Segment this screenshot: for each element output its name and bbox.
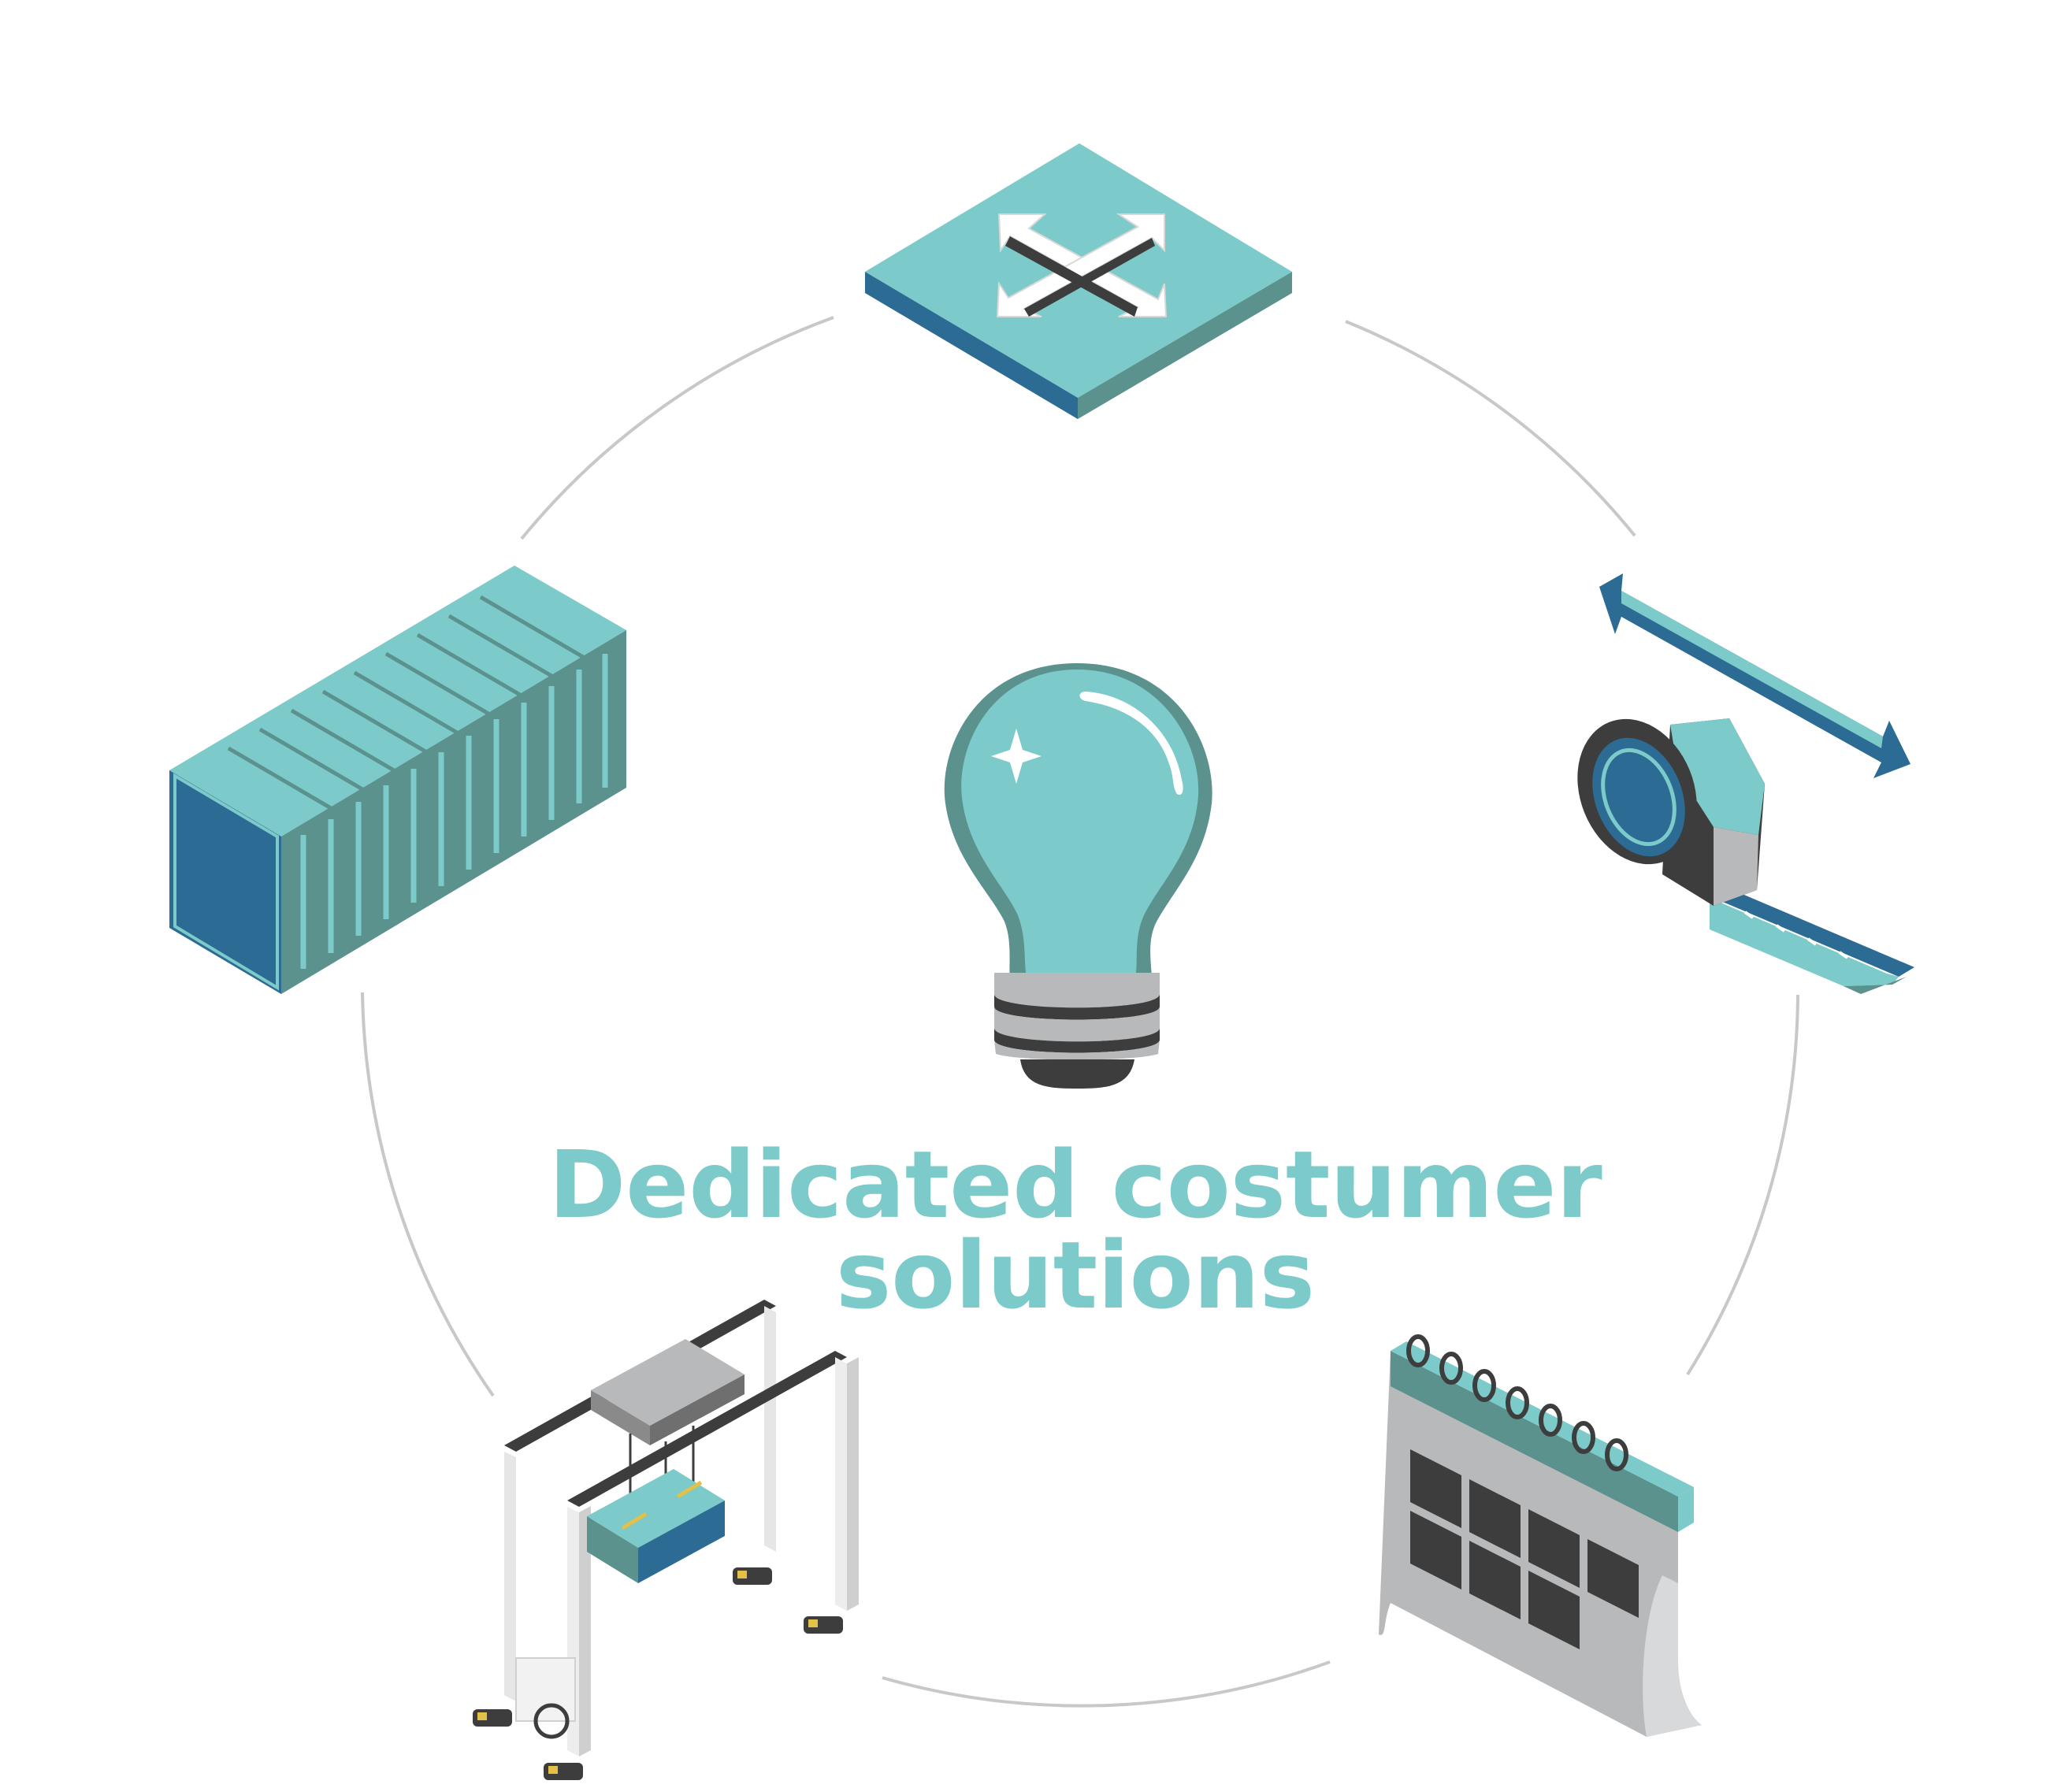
arc-bottom (882, 1660, 1331, 1708)
tape-measure-icon (1577, 573, 1914, 994)
expand-arrows-tile-icon (865, 143, 1292, 419)
shipping-container-icon (169, 566, 626, 994)
arc-top-right (1345, 320, 1636, 537)
arc-left (361, 992, 495, 1397)
gantry-crane-icon (473, 1300, 859, 1780)
title-line-2: solutions (836, 1221, 1315, 1330)
arc-right (1686, 994, 1799, 1376)
connector-ring (361, 316, 1799, 1708)
light-bulb-icon (944, 663, 1212, 1089)
arc-top-left (520, 316, 834, 540)
title-line-1: Dedicated costumer (548, 1130, 1602, 1239)
center-title: Dedicated costumer solutions (548, 1130, 1602, 1330)
calendar-icon (1379, 1334, 1702, 1737)
